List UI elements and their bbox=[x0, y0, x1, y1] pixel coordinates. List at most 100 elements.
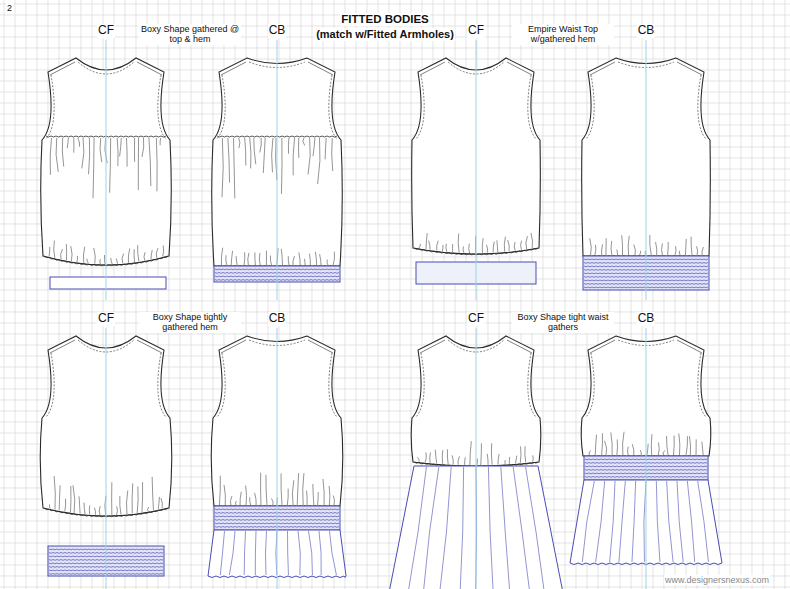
gather-fold bbox=[152, 477, 153, 511]
style-note: Boxy Shape tightly gathered hem bbox=[139, 312, 241, 333]
gather-fold bbox=[327, 260, 328, 265]
drape-fold bbox=[89, 138, 90, 174]
ruffle-fold bbox=[677, 481, 683, 562]
gather-fold bbox=[288, 256, 290, 265]
gather-fold bbox=[287, 489, 289, 505]
drape-fold bbox=[62, 138, 63, 167]
gather-fold bbox=[219, 476, 221, 505]
gather-fold bbox=[304, 259, 306, 265]
gather-fold bbox=[303, 473, 304, 505]
gather-fold bbox=[281, 473, 282, 505]
hem-band bbox=[50, 277, 166, 289]
shoulder-stitch bbox=[50, 62, 75, 75]
drape-fold bbox=[298, 138, 299, 158]
grid-line bbox=[0, 301, 790, 302]
gather-fold bbox=[83, 247, 84, 263]
gather-fold bbox=[464, 457, 466, 465]
gather-fold bbox=[54, 476, 55, 510]
gather-fold bbox=[508, 240, 510, 251]
drape-fold bbox=[260, 138, 262, 152]
gather-fold bbox=[616, 250, 618, 255]
shoulder-stitch bbox=[420, 340, 445, 353]
gather-fold bbox=[673, 436, 675, 455]
ruffle-fold bbox=[439, 467, 451, 589]
grid-line bbox=[741, 0, 742, 589]
gather-fold bbox=[658, 442, 660, 455]
ruffle-fold bbox=[501, 467, 510, 589]
gather-fold bbox=[667, 242, 669, 255]
drape-fold bbox=[110, 138, 111, 193]
gather-fold bbox=[480, 443, 482, 465]
ruffle-fold bbox=[526, 467, 545, 589]
grid-line bbox=[719, 0, 720, 589]
shoulder-stitch bbox=[590, 62, 615, 75]
gather-fold bbox=[122, 254, 124, 264]
gather-fold bbox=[679, 251, 681, 255]
center-front-label: CF bbox=[467, 312, 485, 326]
armhole-stitch bbox=[46, 353, 54, 417]
grid-line bbox=[400, 0, 401, 589]
gather-fold bbox=[601, 433, 603, 455]
gather-fold bbox=[162, 245, 164, 256]
gather-fold bbox=[250, 497, 251, 505]
gather-fold bbox=[260, 473, 261, 505]
drape-fold bbox=[303, 138, 305, 146]
gather-fold bbox=[144, 252, 145, 260]
gather-fold bbox=[240, 492, 241, 505]
center-guide-line bbox=[277, 40, 278, 300]
gather-fold bbox=[161, 498, 163, 508]
gather-fold bbox=[661, 243, 663, 255]
gather-fold bbox=[656, 242, 657, 255]
drape-fold bbox=[82, 138, 84, 168]
gather-fold bbox=[329, 486, 331, 505]
shoulder-stitch bbox=[507, 62, 532, 75]
grid-line bbox=[4, 0, 5, 589]
gather-fold bbox=[532, 455, 533, 461]
gather-fold bbox=[417, 457, 419, 461]
drape-fold bbox=[160, 138, 162, 145]
armhole-stitch bbox=[416, 75, 424, 139]
ruffle-fold bbox=[287, 531, 289, 575]
gather-fold bbox=[116, 258, 117, 263]
center-back-label: CB bbox=[268, 24, 287, 38]
ruffle-fold bbox=[423, 467, 439, 589]
gather-fold bbox=[323, 479, 324, 505]
center-front-label: CF bbox=[97, 312, 115, 326]
gather-fold bbox=[651, 434, 653, 455]
drape-fold bbox=[222, 138, 223, 197]
gather-fold bbox=[611, 432, 612, 455]
shoulder-stitch bbox=[137, 340, 162, 353]
gather-fold bbox=[650, 235, 652, 255]
drape-fold bbox=[142, 138, 144, 157]
gather-fold bbox=[59, 485, 61, 510]
gather-fold bbox=[621, 235, 623, 255]
gather-fold bbox=[463, 246, 465, 252]
gather-fold bbox=[138, 245, 139, 261]
drape-fold bbox=[332, 138, 333, 171]
gather-fold bbox=[270, 256, 271, 265]
center-guide-line bbox=[646, 40, 647, 300]
grid-line bbox=[202, 0, 203, 589]
drape-fold bbox=[149, 138, 151, 186]
gather-fold bbox=[520, 446, 522, 463]
gather-fold bbox=[601, 244, 603, 255]
gather-fold bbox=[595, 435, 596, 455]
armhole-stitch bbox=[158, 75, 166, 139]
grid-line bbox=[774, 0, 775, 589]
center-back-label: CB bbox=[637, 312, 656, 326]
gather-fold bbox=[299, 252, 300, 265]
drape-fold bbox=[156, 138, 158, 191]
gather-fold bbox=[254, 252, 256, 265]
grid-line bbox=[0, 323, 790, 324]
drape-fold bbox=[93, 138, 94, 198]
gather-fold bbox=[94, 248, 96, 264]
shoulder-stitch bbox=[137, 62, 162, 75]
grid-line bbox=[0, 4, 790, 5]
watermark: www.designersnexus.com bbox=[664, 575, 770, 585]
gather-fold bbox=[487, 454, 489, 465]
drape-fold bbox=[288, 138, 289, 154]
shoulder-stitch bbox=[507, 340, 532, 353]
armhole-stitch bbox=[158, 353, 166, 417]
gather-fold bbox=[224, 485, 225, 505]
gather-fold bbox=[493, 242, 494, 253]
